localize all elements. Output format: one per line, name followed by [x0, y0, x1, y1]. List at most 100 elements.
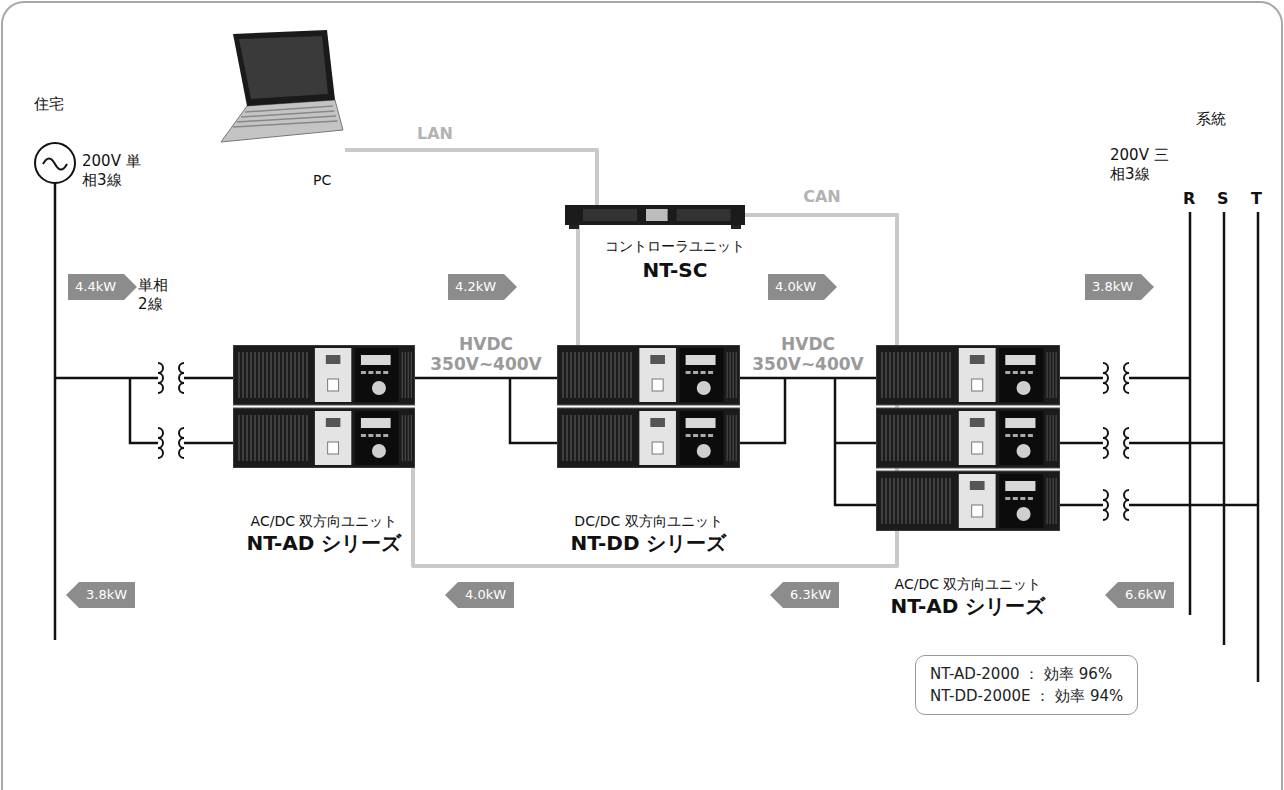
spec-line: NT-AD-2000 ： 効率 96% [930, 663, 1123, 685]
panel [583, 209, 637, 221]
vent [408, 415, 409, 461]
key [1005, 497, 1010, 500]
controller-unit [565, 205, 745, 229]
vent [925, 478, 927, 524]
vent [274, 415, 276, 461]
power-value: 4.2kW [455, 274, 496, 300]
vent [941, 352, 943, 398]
front-panel [639, 348, 676, 402]
lcd [1005, 481, 1035, 491]
vent [610, 352, 612, 398]
display [970, 481, 985, 490]
vent [582, 415, 584, 461]
comm-line [576, 225, 580, 345]
keyboard-row [233, 121, 338, 127]
power-value: 4.0kW [465, 582, 506, 608]
transformer-coil [1124, 363, 1129, 393]
display [326, 355, 341, 364]
vent [893, 415, 895, 461]
arrow-body [448, 274, 517, 300]
transformer-coil [1103, 490, 1108, 520]
spec-box: NT-AD-2000 ： 効率 96%NT-DD-2000E ： 効率 94% [915, 655, 1138, 715]
vent [733, 415, 734, 461]
vent [294, 352, 296, 398]
vent [1053, 415, 1054, 461]
annotation: 200V 三相3線 [1110, 146, 1182, 184]
power-arrow: 3.8kW [1085, 274, 1154, 300]
vent [897, 415, 899, 461]
vent [566, 415, 568, 461]
unit-case [233, 345, 415, 405]
transformer-coil [179, 363, 184, 393]
vent [885, 415, 887, 461]
foot [731, 225, 741, 229]
unit-caption: AC/DC 双方向ユニット [233, 512, 415, 530]
vent [238, 415, 240, 461]
laptop-screen [233, 30, 335, 106]
transformer-coil [179, 428, 184, 458]
unit-case [565, 205, 745, 225]
hvdc-line [415, 377, 557, 380]
screen-glass [239, 36, 328, 99]
vent [578, 415, 580, 461]
vent [909, 352, 911, 398]
transformer-coil [1124, 490, 1129, 520]
wire [835, 378, 876, 505]
phase-name: T [1251, 189, 1262, 208]
vent [306, 415, 308, 461]
vent [586, 352, 588, 398]
vent [302, 352, 304, 398]
vent [917, 415, 919, 461]
vent [933, 478, 935, 524]
comm-line [745, 215, 897, 345]
annotation: 単相2線 [138, 276, 172, 314]
phase-name: S [1217, 189, 1229, 208]
voltage-label: HVDC 350V~400V [749, 334, 867, 374]
vent [402, 415, 403, 461]
unit-group: AC/DC 双方向ユニットNT-AD シリーズ [876, 345, 1060, 531]
wire [1129, 377, 1190, 380]
key [376, 434, 381, 437]
vent [618, 352, 620, 398]
vent [618, 415, 620, 461]
vent [574, 415, 576, 461]
vent [602, 352, 604, 398]
vent [286, 415, 288, 461]
bus-s [1223, 212, 1226, 645]
key [1020, 434, 1025, 437]
vent [1053, 352, 1054, 398]
vent [1047, 352, 1048, 398]
vent [258, 352, 260, 398]
wire [740, 378, 785, 443]
power-arrow: 4.4kW [68, 274, 137, 300]
vent [727, 415, 728, 461]
vent [262, 352, 264, 398]
lcd [1005, 355, 1035, 365]
comm-line [413, 215, 897, 566]
vent [893, 352, 895, 398]
vent [282, 415, 284, 461]
vent [562, 352, 564, 398]
vent [897, 352, 899, 398]
annotation: 住宅 [34, 95, 64, 114]
unit-group: AC/DC 双方向ユニットNT-AD シリーズ [233, 345, 415, 468]
vent [897, 478, 899, 524]
vent [949, 415, 951, 461]
controller-node: コントローラユニットNT-SC [565, 205, 745, 225]
vent [901, 478, 903, 524]
vent [736, 415, 737, 461]
vent [1056, 415, 1057, 461]
knob [697, 381, 711, 395]
vent [590, 352, 592, 398]
wires [55, 183, 1258, 682]
control-panel [680, 411, 724, 465]
vent [278, 415, 280, 461]
vent [598, 415, 600, 461]
vent [594, 352, 596, 398]
key [693, 371, 698, 374]
vent [562, 415, 564, 461]
vent [921, 478, 923, 524]
key [693, 434, 698, 437]
vent [254, 352, 256, 398]
control-panel [999, 474, 1043, 528]
